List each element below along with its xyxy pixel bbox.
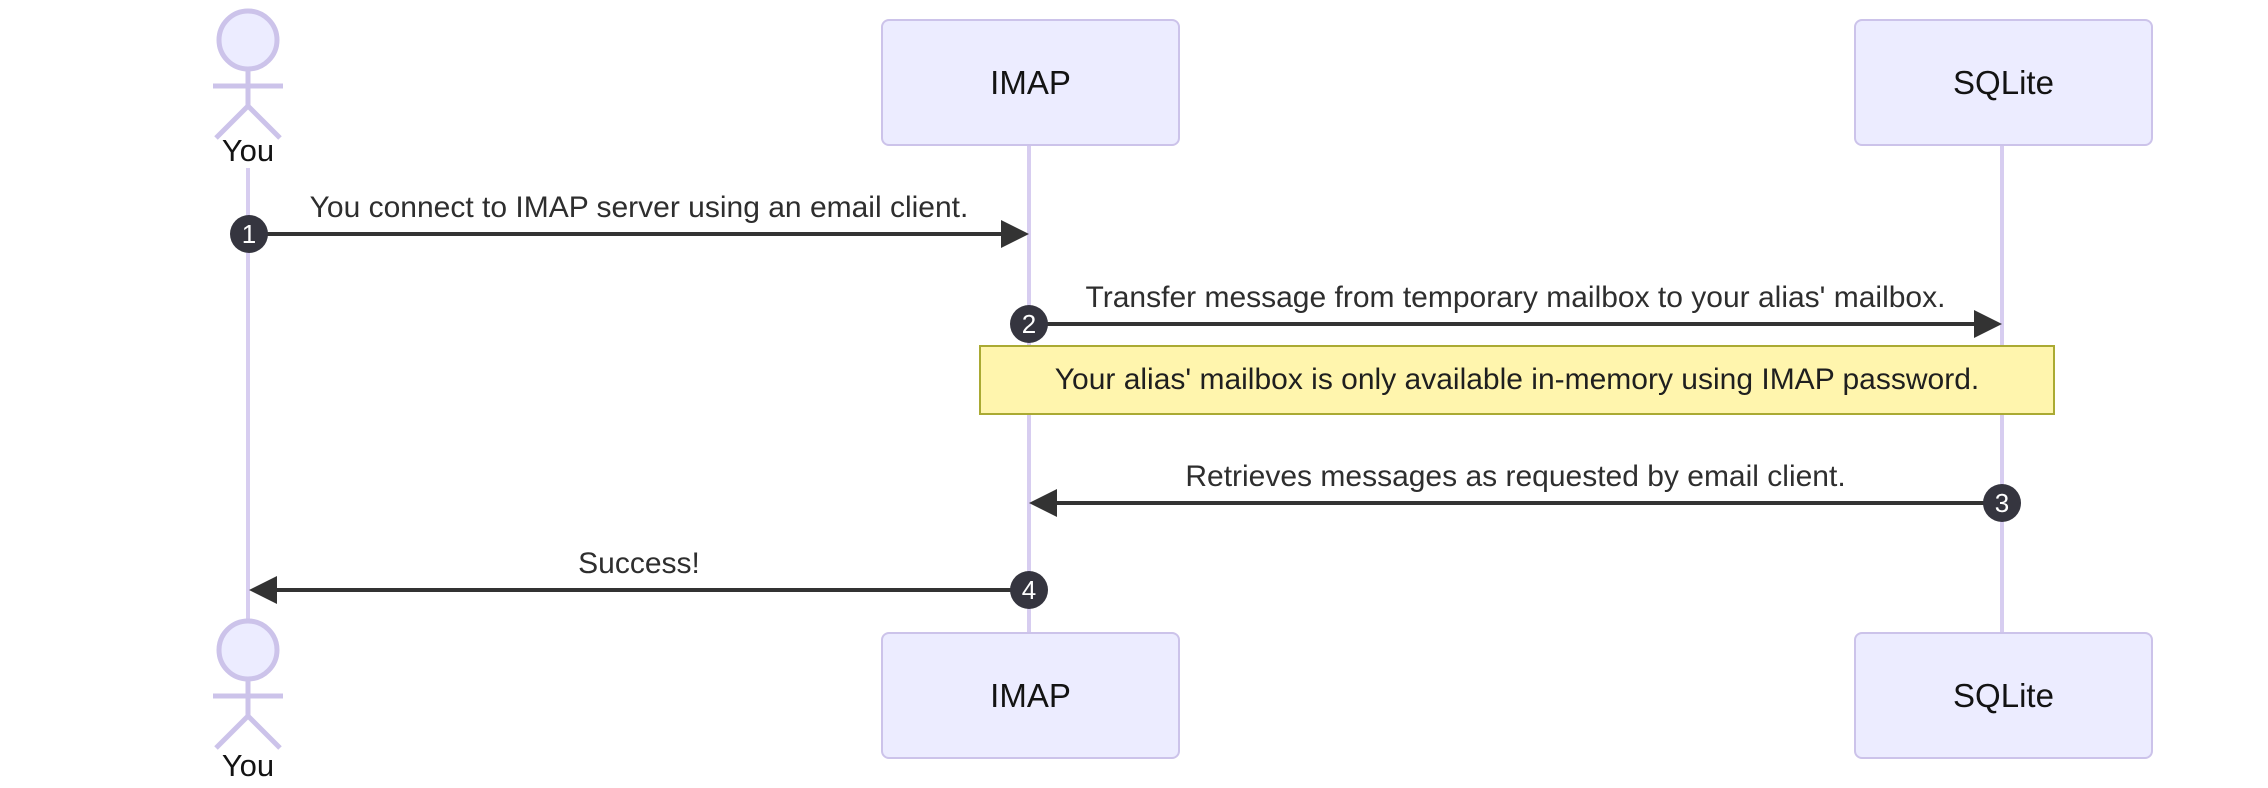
message-3-number-badge: 3 [1983, 484, 2021, 522]
message-1-arrow [249, 232, 1003, 236]
participant-sqlite-top: SQLite [1854, 19, 2153, 146]
actor-label-you-bottom: You [221, 748, 275, 783]
participant-imap-bottom: IMAP [881, 632, 1180, 759]
message-3-arrow [1057, 501, 2002, 505]
message-4-number-badge: 4 [1010, 571, 1048, 609]
message-2-number-badge: 2 [1010, 305, 1048, 343]
note-over-imap-sqlite: Your alias' mailbox is only available in… [979, 345, 2055, 415]
actor-figure-icon [213, 8, 283, 140]
arrowhead-left-icon [1029, 489, 1057, 517]
actor-figure-icon [213, 618, 283, 750]
message-1-number-badge: 1 [230, 215, 268, 253]
message-2-label: Transfer message from temporary mailbox … [1085, 281, 1946, 314]
arrowhead-right-icon [1974, 310, 2002, 338]
message-3-label: Retrieves messages as requested by email… [1185, 460, 1846, 493]
message-4-arrow [277, 588, 1029, 592]
message-1-label: You connect to IMAP server using an emai… [309, 191, 969, 224]
arrowhead-right-icon [1001, 220, 1029, 248]
lifeline-you [246, 168, 250, 622]
actor-label-you-top: You [221, 133, 275, 168]
participant-sqlite-bottom: SQLite [1854, 632, 2153, 759]
participant-imap-top: IMAP [881, 19, 1180, 146]
arrowhead-left-icon [249, 576, 277, 604]
message-4-label: Success! [578, 547, 700, 580]
message-2-arrow [1029, 322, 1976, 326]
